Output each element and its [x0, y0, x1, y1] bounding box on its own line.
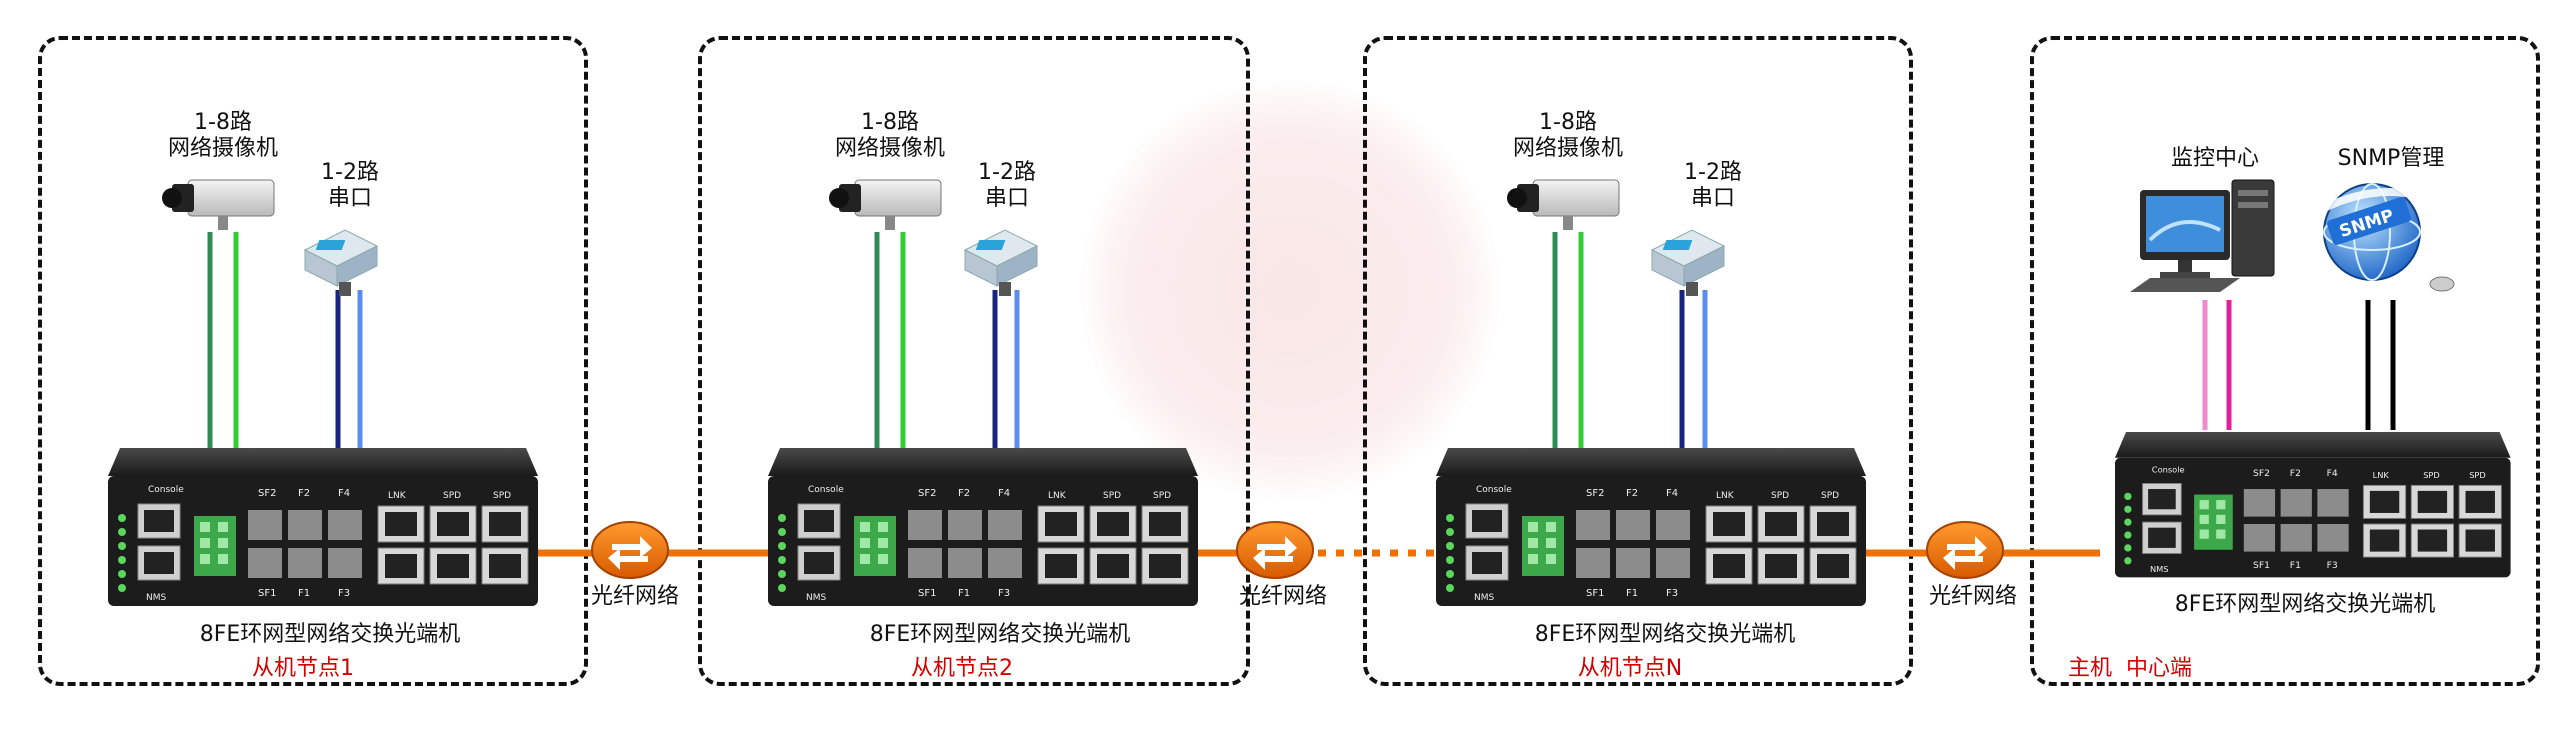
serial-type: 串口: [984, 186, 1029, 211]
snmp-globe-icon: SNMP: [2318, 183, 2455, 292]
camera-type: 网络摄像机: [1512, 136, 1623, 161]
fiber-link-label-1: 光纤网络: [590, 584, 679, 609]
fiber-link-label-2: 光纤网络: [1238, 584, 1327, 609]
serial-count: 1-2路: [321, 160, 379, 185]
serial-converter-icon: [963, 229, 1039, 296]
serial-converter-icon: [303, 229, 379, 296]
device-switch-node-1: [107, 447, 539, 607]
device-switch-master: [2114, 431, 2512, 578]
node-n-camera-label: 1-8路 网络摄像机: [1488, 110, 1648, 162]
node-n-title: 从机节点N: [1577, 656, 1683, 681]
fiber-arrow-icon: [1926, 521, 2004, 579]
device-switch-node-2: [767, 447, 1199, 607]
node-n-device-label: 8FE环网型网络交换光端机: [1534, 622, 1796, 647]
node-1-device-label: 8FE环网型网络交换光端机: [199, 622, 461, 647]
master-device-label: 8FE环网型网络交换光端机: [2174, 592, 2436, 617]
node-1-camera-label: 1-8路 网络摄像机: [143, 110, 303, 162]
computer-icon: [2130, 179, 2275, 292]
node-2-camera-label: 1-8路 网络摄像机: [810, 110, 970, 162]
camera-type: 网络摄像机: [167, 136, 278, 161]
serial-type: 串口: [1690, 186, 1735, 211]
node-n-cables: [1552, 232, 1708, 450]
slave-node-1-box: [38, 36, 588, 686]
watermark-logo: [1080, 80, 1500, 500]
master-title: 主机 中心端: [2068, 656, 2192, 681]
node-1-serial-label: 1-2路 串口: [290, 160, 410, 212]
node-n-serial-label: 1-2路 串口: [1653, 160, 1773, 212]
camera-count: 1-8路: [861, 110, 919, 135]
serial-converter-icon: [1650, 229, 1726, 296]
camera-icon: [162, 179, 275, 230]
fiber-arrow-icon: [591, 521, 669, 579]
node-1-title: 从机节点1: [252, 656, 354, 681]
fiber-link-label-3: 光纤网络: [1928, 584, 2017, 609]
device-switch-node-n: [1435, 447, 1867, 607]
serial-type: 串口: [327, 186, 372, 211]
master-monitor-label: 监控中心: [2170, 146, 2259, 171]
master-snmp-label: SNMP管理: [2337, 146, 2445, 171]
camera-icon: [1507, 179, 1620, 230]
node-1-cables: [207, 232, 363, 450]
serial-count: 1-2路: [978, 160, 1036, 185]
node-2-title: 从机节点2: [911, 656, 1013, 681]
master-cables: [2202, 300, 2396, 430]
camera-type: 网络摄像机: [834, 136, 945, 161]
node-2-serial-label: 1-2路 串口: [947, 160, 1067, 212]
camera-icon: [829, 179, 942, 230]
camera-count: 1-8路: [194, 110, 252, 135]
node-2-cables: [874, 232, 1020, 450]
slave-node-n-box: [1363, 36, 1913, 686]
serial-count: 1-2路: [1684, 160, 1742, 185]
fiber-arrow-icon: [1236, 521, 1314, 579]
master-node-box: [2030, 36, 2540, 686]
camera-count: 1-8路: [1539, 110, 1597, 135]
slave-node-2-box: [698, 36, 1250, 686]
node-2-device-label: 8FE环网型网络交换光端机: [869, 622, 1131, 647]
